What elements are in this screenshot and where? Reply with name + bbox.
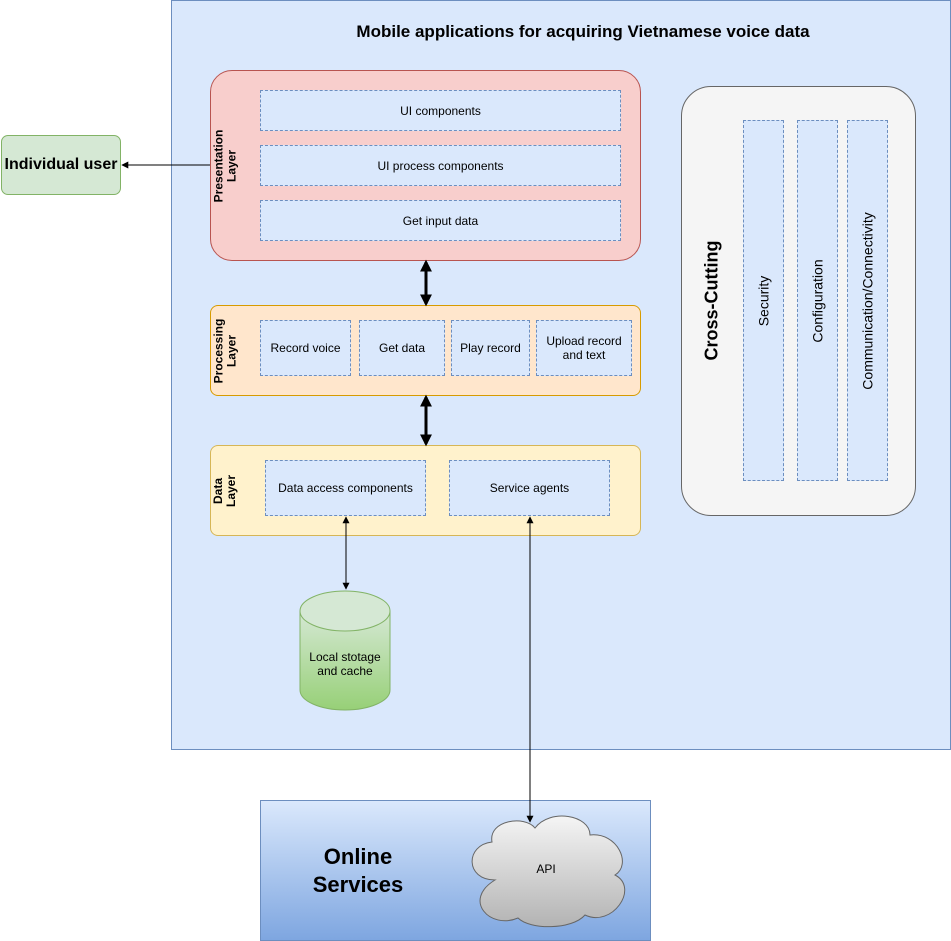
get-input-data-box[interactable]: Get input data: [260, 200, 621, 241]
data-access-components-box[interactable]: Data access components: [265, 460, 426, 516]
local-storage-label: Local stotage and cache: [309, 650, 381, 678]
upload-record-and-text-box[interactable]: Upload record and text: [536, 320, 632, 376]
configuration-column[interactable]: Configuration: [797, 120, 838, 481]
communication-connectivity-column[interactable]: Communication/Connectivity: [847, 120, 888, 481]
ui-process-components-box[interactable]: UI process components: [260, 145, 621, 186]
security-column[interactable]: Security: [743, 120, 784, 481]
local-storage-cylinder: [299, 590, 391, 711]
get-data-box[interactable]: Get data: [359, 320, 445, 376]
api-label: API: [536, 862, 556, 876]
individual-user-box[interactable]: Individual user: [1, 135, 121, 195]
record-voice-box[interactable]: Record voice: [260, 320, 351, 376]
online-services-label: Online Services: [312, 844, 404, 897]
service-agents-box[interactable]: Service agents: [449, 460, 610, 516]
ui-components-box[interactable]: UI components: [260, 90, 621, 131]
diagram-title: Mobile applications for acquiring Vietna…: [356, 22, 810, 41]
play-record-box[interactable]: Play record: [451, 320, 530, 376]
api-cloud: [471, 815, 626, 928]
